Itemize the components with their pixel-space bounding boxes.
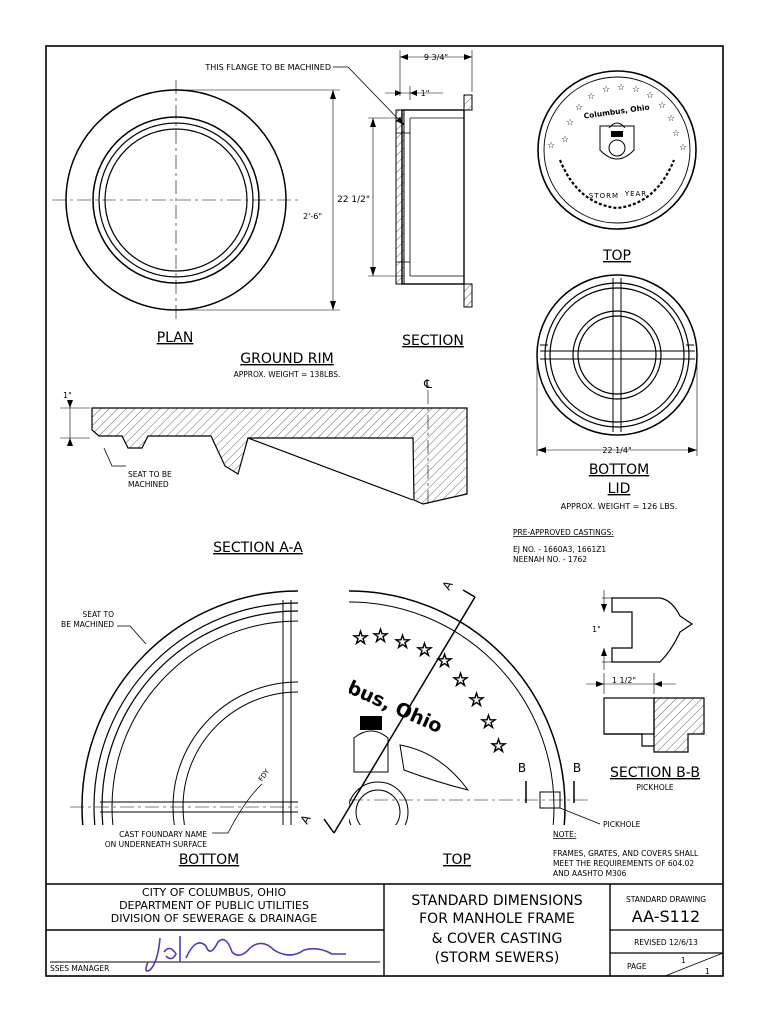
svg-text:☆: ☆ bbox=[561, 135, 569, 145]
title-block-lines bbox=[46, 883, 724, 977]
lid-bottom-view bbox=[536, 274, 698, 456]
svg-text:☆: ☆ bbox=[416, 639, 433, 661]
note-line1: FRAMES, GRATES, AND COVERS SHALL bbox=[553, 849, 699, 858]
cover-city-text: Columbus, Ohio bbox=[583, 102, 650, 120]
cast-name-line1: CAST FOUNDARY NAME bbox=[119, 830, 207, 839]
note-line3: AND AASHTO M306 bbox=[553, 869, 627, 878]
svg-text:☆: ☆ bbox=[602, 85, 610, 95]
lid-weight: APPROX. WEIGHT = 126 LBS. bbox=[561, 502, 677, 511]
note-line2: MEET THE REQUIREMENTS OF 604.02 bbox=[553, 859, 694, 868]
plan-view bbox=[52, 80, 340, 322]
section-height-dimension: 22 1/2" bbox=[337, 195, 370, 205]
seat-note-line1: SEAT TO BE bbox=[128, 470, 172, 479]
cut-a-upper: A bbox=[439, 578, 456, 593]
svg-text:☆: ☆ bbox=[566, 118, 574, 128]
org-line3: DIVISION OF SEWERAGE & DRAINAGE bbox=[111, 912, 317, 925]
bottom-lid-label: BOTTOM bbox=[589, 462, 649, 478]
lid-diameter-dimension: 22 1/4" bbox=[602, 446, 631, 455]
section-bb-label: SECTION B-B bbox=[610, 765, 700, 781]
cut-a-lower: A bbox=[297, 812, 314, 827]
svg-text:☆: ☆ bbox=[575, 103, 583, 113]
svg-text:☆: ☆ bbox=[480, 711, 497, 733]
title-line2: FOR MANHOLE FRAME bbox=[419, 911, 575, 927]
revised-date: REVISED 12/6/13 bbox=[634, 938, 698, 947]
org-line2: DEPARTMENT OF PUBLIC UTILITIES bbox=[119, 899, 309, 912]
title-line1: STANDARD DIMENSIONS bbox=[411, 893, 582, 909]
svg-text:☆: ☆ bbox=[646, 91, 654, 101]
frame-section-view bbox=[333, 50, 473, 308]
fdy-label: FDY bbox=[257, 767, 272, 783]
cut-b-left: B bbox=[518, 761, 526, 775]
page-number: 1 bbox=[681, 956, 686, 965]
ej-number: EJ NO. - 1660A3, 1661Z1 bbox=[513, 545, 606, 554]
svg-text:☆: ☆ bbox=[658, 101, 666, 111]
cover-top-view: ☆☆☆ ☆☆☆ ☆☆☆ ☆☆☆ ☆ Columbus, Ohio STORM Y… bbox=[537, 70, 697, 230]
flange-machined-note: THIS FLANGE TO BE MACHINED bbox=[204, 63, 331, 72]
cover-wheat-ornament bbox=[558, 159, 676, 210]
svg-text:☆: ☆ bbox=[672, 129, 680, 139]
drawing-number: AA-S112 bbox=[632, 907, 700, 926]
title-line3: & COVER CASTING bbox=[432, 931, 563, 947]
section-aa-label: SECTION A-A bbox=[213, 540, 303, 556]
svg-text:☆: ☆ bbox=[667, 114, 675, 124]
svg-text:☆: ☆ bbox=[352, 627, 369, 649]
centerline-symbol: ℄ bbox=[423, 377, 432, 391]
sses-manager-label: SSES MANAGER bbox=[50, 964, 109, 973]
svg-text:☆: ☆ bbox=[587, 92, 595, 102]
note-title: NOTE: bbox=[553, 830, 576, 839]
cast-name-line2: ON UNDERNEATH SURFACE bbox=[105, 840, 208, 849]
rim-weight: APPROX. WEIGHT = 138LBS. bbox=[234, 370, 341, 379]
cut-line-bb bbox=[525, 781, 601, 825]
section-bb-subtitle: PICKHOLE bbox=[636, 783, 674, 792]
lower-cover-city-text: bus, Ohio bbox=[344, 676, 446, 737]
section-aa-view bbox=[60, 390, 468, 505]
top-view-label: TOP bbox=[602, 248, 631, 264]
top-lower-label: TOP bbox=[442, 852, 471, 868]
flange-thickness-dimension: 1" bbox=[421, 89, 430, 98]
seat-to-line1: SEAT TO bbox=[83, 610, 115, 619]
svg-text:☆: ☆ bbox=[547, 141, 555, 151]
plan-diameter-dimension: 2'-6" bbox=[303, 212, 322, 221]
pickhole-width-dimension: 1 1/2" bbox=[612, 676, 636, 685]
title-line4: (STORM SEWERS) bbox=[435, 950, 560, 966]
page-label: PAGE bbox=[627, 962, 647, 971]
standard-drawing-label: STANDARD DRAWING bbox=[626, 895, 706, 904]
cut-b-right: B bbox=[573, 761, 581, 775]
rim-thickness-dimension: 1" bbox=[63, 391, 72, 400]
section-bb-view bbox=[586, 590, 705, 753]
svg-text:☆: ☆ bbox=[372, 625, 389, 647]
svg-text:☆: ☆ bbox=[632, 85, 640, 95]
manager-signature bbox=[145, 936, 346, 972]
cut-line-aa bbox=[323, 589, 476, 834]
pickhole-height-dimension: 1" bbox=[592, 625, 601, 634]
svg-text:☆: ☆ bbox=[468, 689, 485, 711]
lower-bottom-annotations bbox=[117, 625, 263, 834]
svg-text:☆: ☆ bbox=[679, 143, 687, 153]
cover-year-text: YEAR bbox=[624, 190, 647, 198]
neenah-number: NEENAH NO. - 1762 bbox=[513, 555, 587, 564]
svg-text:☆: ☆ bbox=[490, 735, 507, 757]
svg-text:☆: ☆ bbox=[394, 631, 411, 653]
seat-note-line2: MACHINED bbox=[128, 480, 169, 489]
lid-label: LID bbox=[608, 481, 631, 497]
ground-rim-title: GROUND RIM bbox=[240, 351, 333, 367]
plan-label: PLAN bbox=[157, 330, 194, 346]
section-width-dimension: 9 3/4" bbox=[424, 53, 448, 62]
svg-text:☆: ☆ bbox=[617, 83, 625, 93]
bottom-lower-label: BOTTOM bbox=[179, 852, 239, 868]
svg-text:☆: ☆ bbox=[436, 650, 453, 672]
seat-to-line2: BE MACHINED bbox=[61, 620, 114, 629]
pickhole-note: PICKHOLE bbox=[603, 820, 641, 829]
cover-storm-text: STORM bbox=[589, 192, 619, 200]
section-label: SECTION bbox=[402, 333, 464, 349]
cover-star-ring: ☆☆☆ ☆☆☆ ☆☆☆ ☆☆☆ ☆ bbox=[547, 83, 687, 153]
org-line1: CITY OF COLUMBUS, OHIO bbox=[142, 886, 287, 899]
page-total: 1 bbox=[705, 967, 710, 976]
svg-text:☆: ☆ bbox=[452, 669, 469, 691]
lower-bottom-view bbox=[70, 590, 298, 825]
preapproved-title: PRE-APPROVED CASTINGS: bbox=[513, 528, 614, 537]
